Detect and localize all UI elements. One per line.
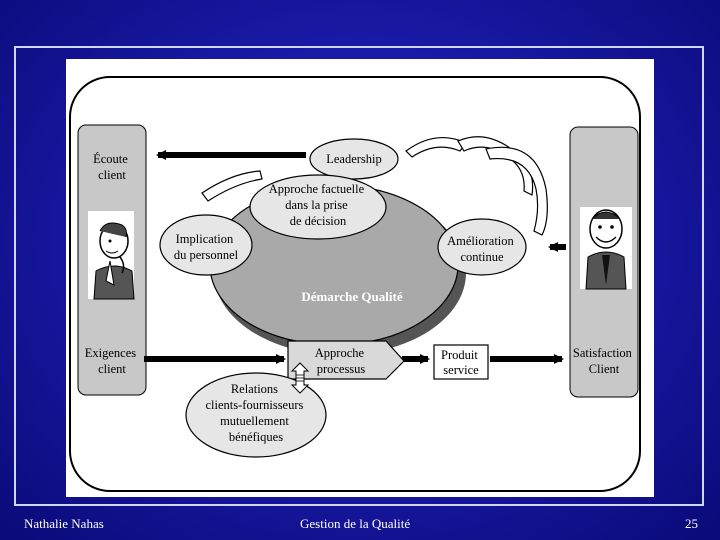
amelioration-node — [437, 218, 527, 276]
demarche-qualite-label: Démarche Qualité — [301, 289, 402, 304]
diagram-canvas: Écoute client Exigences client Satisfact… — [69, 76, 641, 492]
produit-service-label: Produit service — [441, 348, 481, 377]
implication-node — [159, 214, 253, 276]
cycle-arrows — [201, 136, 548, 236]
approche-factuelle-label: Approche factuelle dans la prise de déci… — [269, 182, 368, 228]
ecoute-client-label: Écoute client — [93, 152, 131, 182]
happy-person-icon — [580, 207, 632, 290]
approche-factuelle-node — [249, 174, 387, 240]
produit-service-box — [433, 344, 489, 380]
exigences-client-label: Exigences client — [85, 346, 140, 376]
thinking-person-icon — [88, 211, 135, 300]
relations-label: Relations clients-fournisseurs mutuellem… — [205, 382, 306, 444]
approche-processus-node — [287, 340, 405, 380]
footer-author: Nathalie Nahas — [24, 516, 104, 531]
relations-node — [185, 372, 327, 458]
footer-title: Gestion de la Qualité — [300, 516, 411, 531]
slide-frame — [14, 46, 704, 506]
satisfaction-client-label: Satisfaction Client — [573, 346, 635, 376]
relations-processus-arrow — [290, 362, 310, 394]
approche-processus-label: Approche processus — [315, 346, 367, 376]
leadership-node — [309, 138, 399, 180]
amelioration-label: Amélioration continue — [447, 234, 517, 264]
leadership-label: Leadership — [326, 152, 382, 166]
page-number: 25 — [685, 516, 698, 531]
implication-label: Implication du personnel — [174, 232, 239, 262]
quality-diagram: Écoute client Exigences client Satisfact… — [66, 59, 654, 497]
